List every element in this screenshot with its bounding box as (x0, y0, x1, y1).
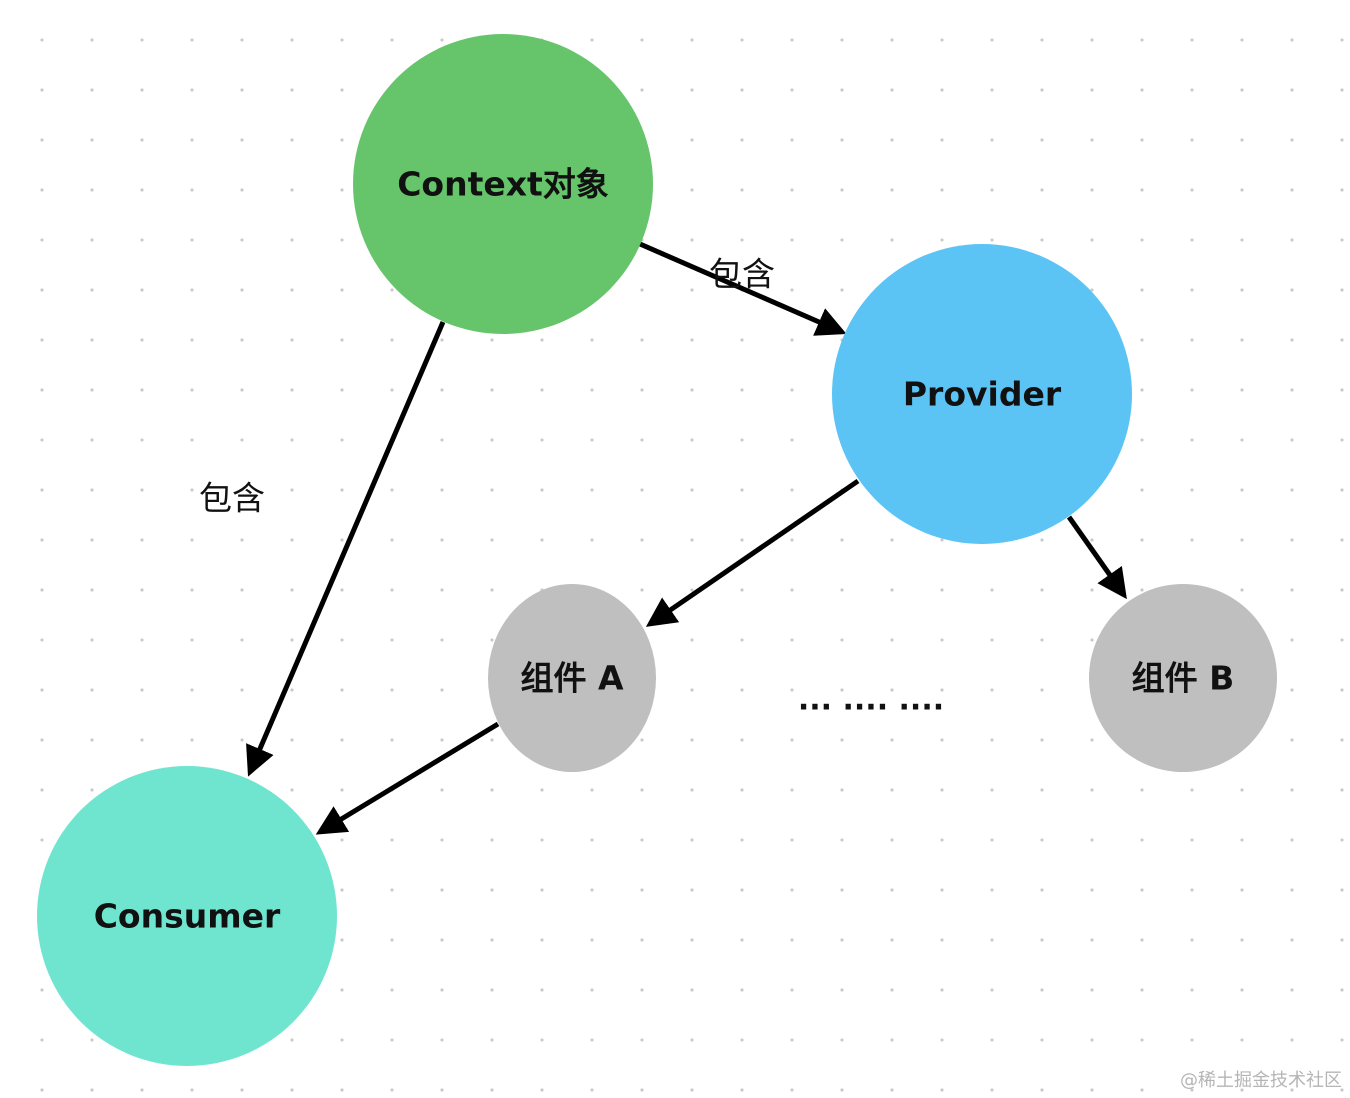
node-provider-label: Provider (903, 375, 1062, 414)
node-context-label: Context对象 (397, 165, 609, 204)
edge-context-to-consumer (246, 321, 446, 777)
node-consumer-label: Consumer (94, 897, 281, 936)
node-provider-circle (832, 244, 1132, 544)
node-consumer-circle (37, 766, 337, 1066)
node-context: Context对象 (353, 34, 653, 334)
watermark: @稀土掘金技术社区 (1180, 1070, 1342, 1091)
node-component-a: 组件 A (488, 584, 656, 772)
node-provider: Provider (832, 244, 1132, 544)
node-component-a-label: 组件 A (520, 659, 623, 698)
node-consumer: Consumer (37, 766, 337, 1066)
node-component-b-circle (1089, 584, 1277, 772)
ellipsis-more-components: ... .... .... (798, 683, 944, 718)
edge-label-context-provider: 包含 (709, 255, 775, 294)
node-component-b: 组件 B (1089, 584, 1277, 772)
edge-provider-to-component-b (1066, 515, 1127, 600)
node-component-a-circle (488, 584, 656, 772)
edge-provider-to-component-a (645, 478, 860, 627)
node-component-b-label: 组件 B (1132, 659, 1235, 698)
edge-context-to-provider (639, 241, 847, 336)
node-context-circle (353, 34, 653, 334)
edge-label-context-consumer: 包含 (199, 479, 265, 518)
edge-component-a-to-consumer (315, 721, 500, 835)
